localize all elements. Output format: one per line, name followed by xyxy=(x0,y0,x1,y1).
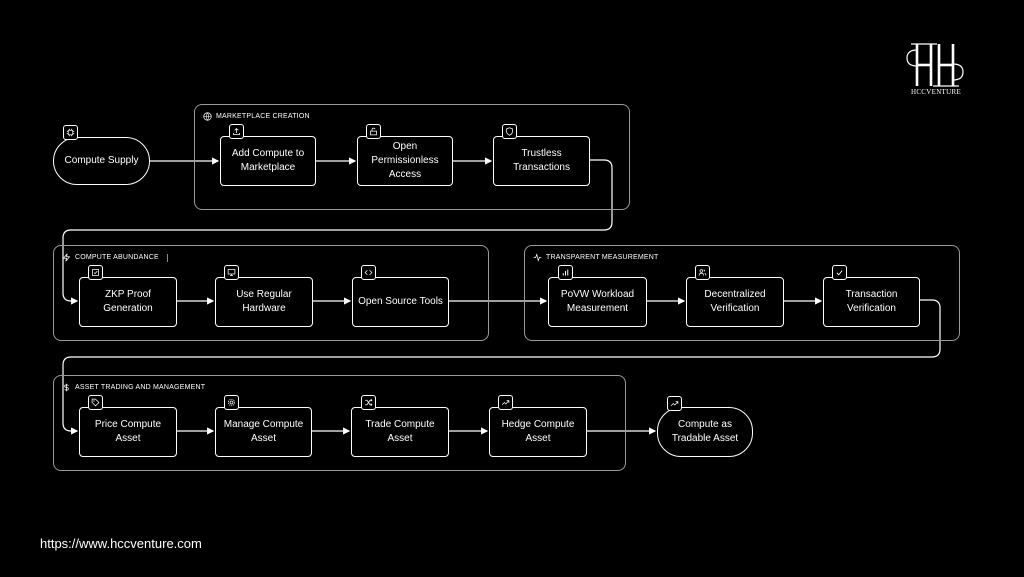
node-label: Open Source Tools xyxy=(358,296,443,307)
group-transparent-measurement: TRANSPARENT MEASUREMENT xyxy=(524,245,960,341)
node-regular-hardware: Use Regular Hardware xyxy=(215,277,313,327)
edge-trustless-to-zkp xyxy=(62,159,613,305)
group-title-marketplace: MARKETPLACE CREATION xyxy=(216,113,310,120)
node-label: Hedge Compute Asset xyxy=(501,419,575,444)
node-price: Price Compute Asset xyxy=(79,407,177,457)
trending-up-icon xyxy=(667,396,682,411)
node-label: Use Regular Hardware xyxy=(236,289,292,314)
shuffle-icon xyxy=(361,395,376,410)
node-label: Price Compute Asset xyxy=(94,419,162,444)
group-title-abundance: COMPUTE ABUNDANCE xyxy=(75,254,159,261)
group-asset-trading: ASSET TRADING AND MANAGEMENT xyxy=(53,375,626,471)
unlock-icon xyxy=(366,124,381,139)
website-url[interactable]: https://www.hccventure.com xyxy=(40,536,202,551)
check-icon xyxy=(832,265,847,280)
node-decentralized: Decentralized Verification xyxy=(686,277,784,327)
node-zkp: ZKP Proof Generation xyxy=(79,277,177,327)
node-hedge: Hedge Compute Asset xyxy=(489,407,587,457)
activity-icon xyxy=(533,253,542,262)
group-compute-abundance: COMPUTE ABUNDANCE xyxy=(53,245,489,341)
monitor-icon xyxy=(224,265,239,280)
node-label: Open Permissionless Access xyxy=(371,141,439,180)
node-add-compute: Add Compute to Marketplace xyxy=(220,136,316,186)
node-label: PoVW Workload Measurement xyxy=(560,289,635,314)
code-icon xyxy=(361,265,376,280)
node-povw: PoVW Workload Measurement xyxy=(548,277,647,327)
dollar-icon xyxy=(64,383,69,392)
check-square-icon xyxy=(88,265,103,280)
bar-chart-icon xyxy=(558,265,573,280)
node-trade: Trade Compute Asset xyxy=(351,407,449,457)
zap-icon xyxy=(62,253,71,262)
brand-name: HCCVENTURE xyxy=(910,88,962,96)
node-label: Decentralized Verification xyxy=(704,289,766,314)
shield-icon xyxy=(502,124,517,139)
node-label: ZKP Proof Generation xyxy=(103,289,153,314)
node-label: Transaction Verification xyxy=(845,289,898,314)
users-icon xyxy=(695,265,710,280)
globe-icon xyxy=(203,112,212,121)
gear-icon xyxy=(224,395,239,410)
node-open-access: Open Permissionless Access xyxy=(357,136,453,186)
node-trustless: Trustless Transactions xyxy=(493,136,590,186)
node-label: Compute as Tradable Asset xyxy=(671,419,739,444)
cpu-icon xyxy=(63,125,78,140)
node-tradable-asset: Compute as Tradable Asset xyxy=(657,407,753,457)
node-label: Compute Supply xyxy=(64,155,139,166)
group-marketplace-creation: MARKETPLACE CREATION xyxy=(194,104,630,210)
group-title-measurement: TRANSPARENT MEASUREMENT xyxy=(546,254,659,261)
node-tx-verification: Transaction Verification xyxy=(823,277,920,327)
trending-up-icon xyxy=(498,395,513,410)
hcc-logo-icon xyxy=(906,43,964,87)
group-title-trading: ASSET TRADING AND MANAGEMENT xyxy=(75,384,206,391)
node-label: Manage Compute Asset xyxy=(223,419,304,444)
node-label: Trade Compute Asset xyxy=(365,419,435,444)
node-label: Add Compute to Marketplace xyxy=(231,148,305,173)
node-manage: Manage Compute Asset xyxy=(215,407,312,457)
upload-icon xyxy=(229,124,244,139)
node-label: Trustless Transactions xyxy=(513,148,570,173)
edge-tx-to-price xyxy=(62,299,941,435)
node-compute-supply: Compute Supply xyxy=(53,137,150,185)
tag-icon xyxy=(88,395,103,410)
node-open-source: Open Source Tools xyxy=(352,277,449,327)
